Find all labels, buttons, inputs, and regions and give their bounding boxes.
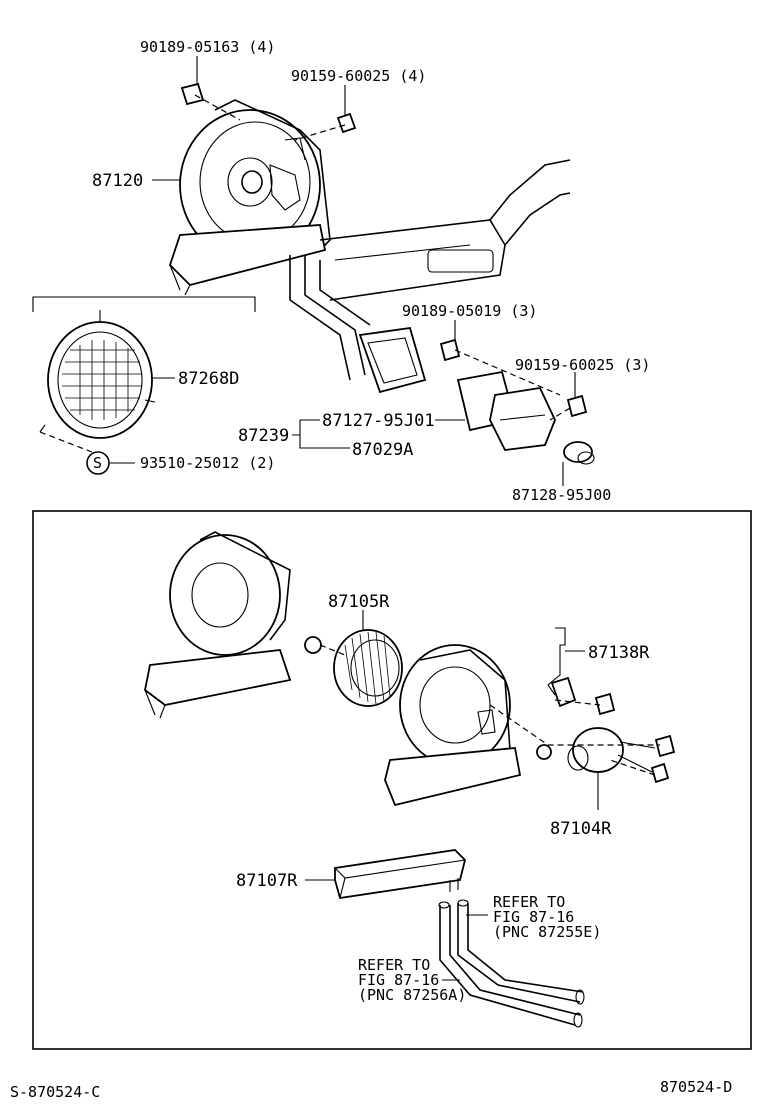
- s-symbol-circle: [86, 451, 110, 475]
- label-87138R: 87138R: [588, 643, 650, 663]
- label-90189-05019: 90189-05019 (3): [402, 302, 537, 320]
- label-87128-95J00: 87128-95J00: [512, 486, 611, 504]
- refer1-line3: (PNC 87255E): [493, 923, 601, 941]
- screw-90159-mid: [566, 394, 588, 418]
- duct-assembly: [319, 159, 571, 301]
- screw-lower-2: [654, 734, 676, 758]
- grille-87268D: [32, 296, 256, 453]
- pipes-top: [289, 255, 371, 381]
- refer2-line1: REFER TO: [358, 956, 430, 974]
- refer2-line2: FIG 87-16: [358, 971, 439, 989]
- screw-lower-3: [650, 762, 670, 784]
- refer1-line1: REFER TO: [493, 893, 565, 911]
- footer-left-code: S-870524-C: [10, 1083, 100, 1101]
- s-symbol: S: [93, 454, 102, 472]
- heater-core-87107R: [305, 849, 466, 900]
- label-87268D: 87268D: [178, 369, 239, 389]
- label-87104R: 87104R: [550, 819, 612, 839]
- fan-87105R: [333, 610, 403, 707]
- label-87105R: 87105R: [328, 592, 390, 612]
- label-93510-25012: 93510-25012 (2): [140, 454, 275, 472]
- blower-assembly-87120: [168, 99, 331, 296]
- exploded-view-frame: [32, 510, 752, 1050]
- motor-87104R: [567, 727, 656, 810]
- clip-87128: [563, 441, 595, 465]
- refer2-line3: (PNC 87256A): [358, 986, 466, 1004]
- refer1-line2: FIG 87-16: [493, 908, 574, 926]
- blower-case-left: [144, 531, 292, 719]
- wire-87138R: [547, 627, 585, 708]
- screw-lower-1: [594, 692, 616, 716]
- footer-right-code: 870524-D: [660, 1078, 732, 1096]
- label-90189-05163: 90189-05163 (4): [140, 38, 275, 56]
- case-87029A: [489, 387, 556, 451]
- label-87127-95J01: 87127-95J01: [322, 411, 435, 431]
- label-90159-60025-4: 90159-60025 (4): [291, 67, 426, 85]
- nut-small-right: [536, 744, 552, 760]
- nut-90189-05019: [439, 338, 461, 362]
- screw-90159-top: [336, 112, 357, 134]
- blower-case-right: [384, 644, 522, 807]
- nut-small-left: [304, 636, 322, 654]
- label-90159-60025-3: 90159-60025 (3): [515, 356, 650, 374]
- label-87029A: 87029A: [352, 440, 413, 460]
- label-87120: 87120: [92, 171, 143, 191]
- label-87239: 87239: [238, 426, 289, 446]
- pipes-lower: [438, 899, 585, 1028]
- nut-90189-top: [180, 82, 205, 106]
- label-87107R: 87107R: [236, 871, 298, 891]
